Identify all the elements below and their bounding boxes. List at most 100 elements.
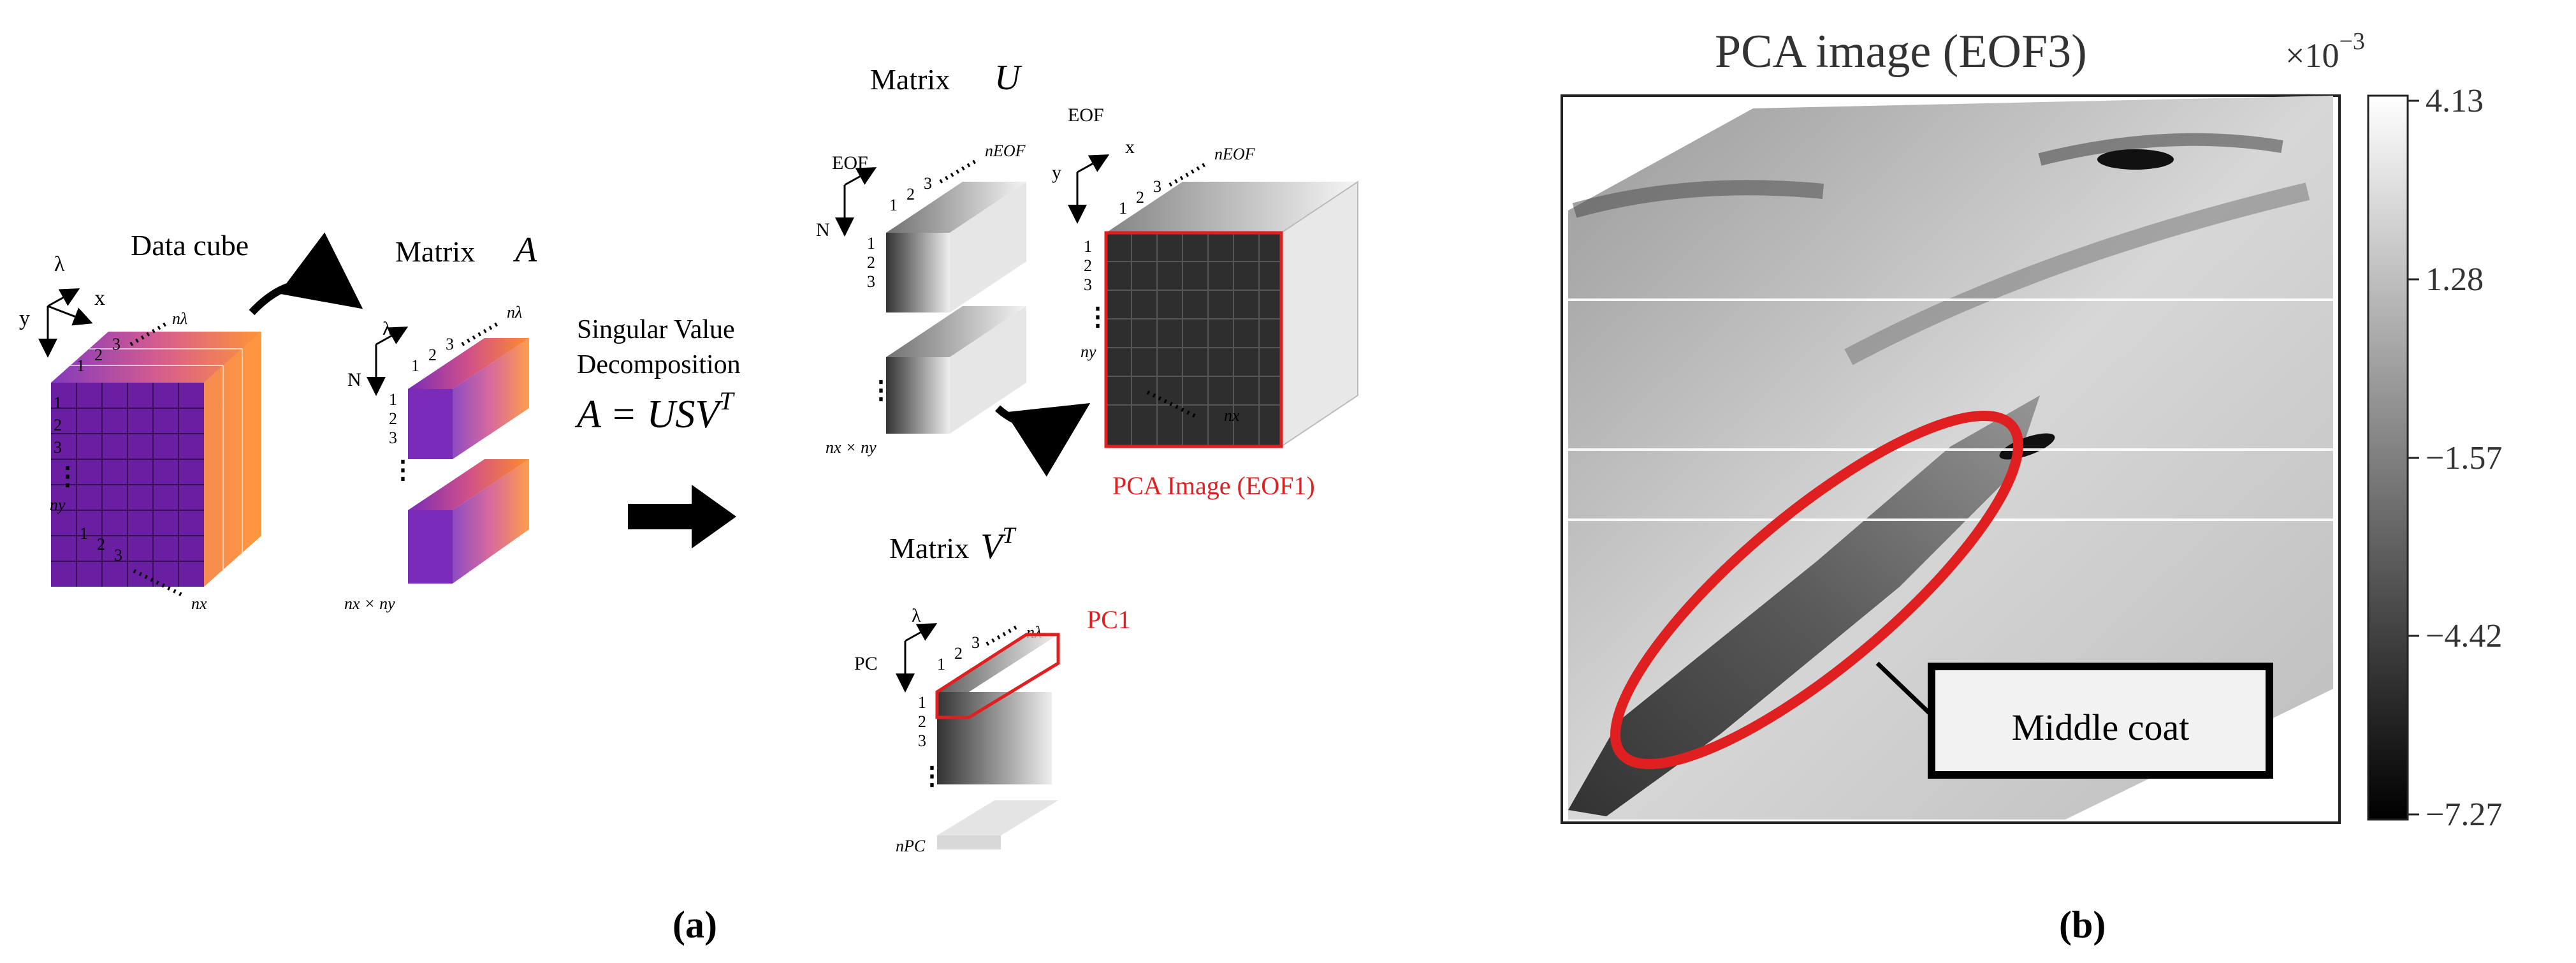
matrix-u-axes <box>835 167 877 237</box>
eof-image-y-labels: 1 2 3 <box>1084 237 1092 294</box>
eof-image-y-label-2: 2 <box>1084 256 1092 275</box>
colorbar-multiplier-base: ×10 <box>2285 36 2339 75</box>
colorbar-multiplier-exp: −3 <box>2339 28 2364 55</box>
matrix-u-axis-eof: EOF <box>832 152 868 173</box>
matrix-vt-col-label-2: 2 <box>954 644 963 663</box>
data-cube-y-label-1: 1 <box>54 393 62 412</box>
panel-b-caption: (b) <box>2059 904 2106 946</box>
data-cube-axes <box>38 288 93 358</box>
eof-image-stack <box>1104 180 1358 448</box>
data-cube-z-label-2: 2 <box>97 535 105 554</box>
cube-to-matrix-arrow <box>249 232 363 316</box>
panel-a: λ x y Data cube 1 <box>19 58 1358 946</box>
eof-image-x-label-2: 2 <box>1136 188 1144 207</box>
u-to-eof-arrow <box>994 403 1091 477</box>
matrix-u-row-label-1: 1 <box>867 234 875 253</box>
data-cube-z-label-1: 1 <box>80 524 88 543</box>
eof-image-axis-eof: EOF <box>1068 105 1104 126</box>
matrix-a-lambda-dots <box>461 320 502 346</box>
data-cube-x-label-2: 2 <box>94 346 103 364</box>
matrix-a-row-label-1: 1 <box>389 390 397 409</box>
matrix-a-row-label-2: 2 <box>389 409 397 428</box>
svd-arrow <box>628 485 736 548</box>
data-cube-lambda-dots <box>129 320 170 346</box>
eof-image-axes <box>1068 154 1110 224</box>
colorbar-multiplier: ×10−3 <box>2285 28 2365 75</box>
matrix-u-eof-dots <box>939 158 980 184</box>
matrix-vt-row-labels: 1 2 3 <box>918 693 926 750</box>
colorbar-tick-4: −4.42 <box>2426 618 2502 654</box>
eof-image-axis-x: x <box>1125 136 1135 158</box>
matrix-u-row-label-2: 2 <box>867 253 875 272</box>
matrix-a-axis-lambda: λ <box>382 318 392 339</box>
matrix-vt-row-label-1: 1 <box>918 693 926 712</box>
matrix-u-axis-n: N <box>816 219 830 240</box>
matrix-u-row-label-3: 3 <box>867 272 875 291</box>
eof-image-n-eof: nEOF <box>1214 145 1256 163</box>
matrix-vt-symbol: V <box>980 527 1006 566</box>
data-cube-n-lambda: nλ <box>172 309 187 328</box>
svd-line-1: Singular Value <box>577 315 735 344</box>
eof-image-n-y: ny <box>1081 342 1096 361</box>
matrix-vt-block <box>935 633 1060 849</box>
colorbar: 4.13 1.28 −1.57 −4.42 −7.27 <box>2367 83 2502 833</box>
matrix-u-row-labels: 1 2 3 <box>867 234 875 291</box>
matrix-vt-col-labels: 1 2 3 <box>937 633 980 673</box>
matrix-a-axes <box>367 327 409 396</box>
data-cube-n-y: ny <box>50 496 66 514</box>
matrix-a-lower-block <box>408 459 529 584</box>
eof-image-axis-y: y <box>1052 162 1061 183</box>
matrix-u-symbol: U <box>994 58 1022 98</box>
matrix-u-row-dots: ⋮ <box>868 376 894 404</box>
matrix-vt-highlight-label: PC1 <box>1087 605 1131 634</box>
matrix-a-axis-n: N <box>347 369 361 390</box>
data-cube-y-dots: ⋮ <box>55 462 80 490</box>
data-cube-x-labels: 1 2 3 <box>76 335 120 375</box>
matrix-vt-row-dots: ⋮ <box>919 761 945 790</box>
matrix-vt-col-label-3: 3 <box>971 633 980 652</box>
data-cube-y-label-3: 3 <box>54 438 62 457</box>
matrix-u-upper-block <box>886 182 1026 312</box>
matrix-vt-axes <box>896 623 938 693</box>
data-cube <box>51 332 261 587</box>
matrix-vt-col-label-1: 1 <box>937 655 945 673</box>
data-cube-x-label-3: 3 <box>112 335 120 353</box>
data-cube-z-label-3: 3 <box>114 546 122 564</box>
data-cube-y-label-2: 2 <box>54 416 62 434</box>
matrix-a-row-label-3: 3 <box>389 429 397 447</box>
eof-image-highlight-label: PCA Image (EOF1) <box>1112 471 1315 500</box>
colorbar-tick-5: −7.27 <box>2426 797 2502 833</box>
data-cube-axis-lambda: λ <box>54 253 65 276</box>
matrix-a-col-label-3: 3 <box>446 335 454 353</box>
matrix-a-row-labels: 1 2 3 <box>389 390 397 447</box>
eof-image-y-dots: ⋮ <box>1085 302 1110 331</box>
matrix-vt-axis-lambda: λ <box>912 605 921 626</box>
matrix-vt-lambda-dots <box>986 623 1021 646</box>
matrix-u-col-label-2: 2 <box>906 185 915 203</box>
matrix-vt-n-pc: nPC <box>896 837 926 855</box>
middle-coat-label: Middle coat <box>2012 707 2190 748</box>
matrix-a-n-lambda: nλ <box>507 303 522 321</box>
matrix-u-col-label-1: 1 <box>889 196 898 214</box>
matrix-a-col-label-1: 1 <box>411 357 419 375</box>
svd-equation-base: A = USV <box>574 393 723 436</box>
colorbar-tick-3: −1.57 <box>2426 440 2502 476</box>
matrix-vt-row-label-3: 3 <box>918 731 926 750</box>
svd-equation: A = USVT <box>574 386 735 436</box>
colorbar-tick-2: 1.28 <box>2426 261 2484 298</box>
panel-a-caption: (a) <box>673 904 717 946</box>
matrix-vt-symbol-sup: T <box>1002 522 1017 548</box>
middle-coat-box <box>1928 663 2273 779</box>
eof-image-y-label-3: 3 <box>1084 276 1092 294</box>
matrix-a-n-rows: nx × ny <box>344 594 395 613</box>
data-cube-x-label-1: 1 <box>76 357 85 375</box>
data-cube-z-labels: 1 2 3 <box>80 524 122 564</box>
data-cube-title: Data cube <box>131 229 249 261</box>
matrix-u-n-eof: nEOF <box>985 142 1026 160</box>
matrix-u-lower-block <box>886 306 1026 434</box>
data-cube-y-labels: 1 2 3 <box>54 393 62 457</box>
data-cube-axis-x: x <box>94 286 105 310</box>
matrix-u-col-labels: 1 2 3 <box>889 174 932 214</box>
